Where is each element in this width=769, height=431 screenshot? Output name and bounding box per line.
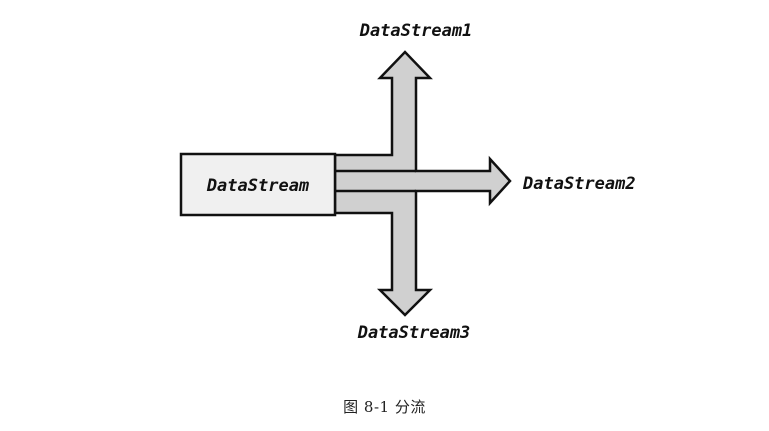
figure-caption: 图 8-1 分流 [343,398,426,416]
datastream2-label: DataStream2 [522,174,636,194]
datastream3-label: DataStream3 [357,323,471,343]
source-datastream-label: DataStream [206,176,310,196]
split-arrows-shape [333,50,512,317]
datastream1-label: DataStream1 [359,21,473,41]
source-datastream-box [179,152,337,217]
